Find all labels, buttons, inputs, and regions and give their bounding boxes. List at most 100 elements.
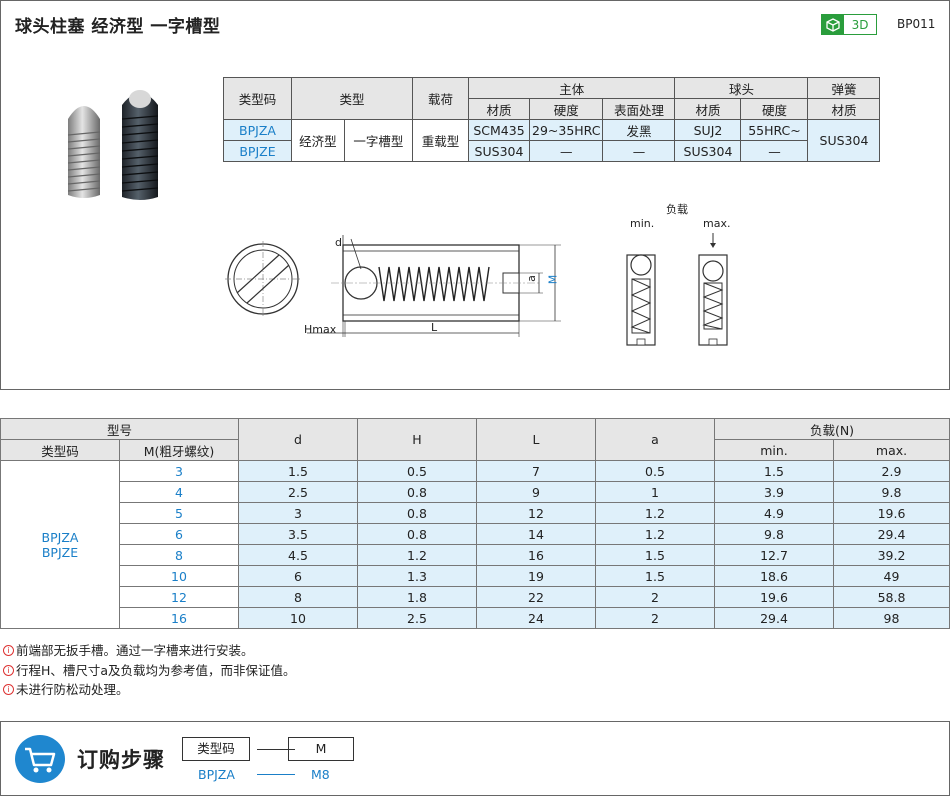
cell-m: 4 bbox=[119, 481, 239, 503]
spec-code: BPJZA bbox=[223, 119, 292, 141]
product-code: BP011 bbox=[897, 17, 936, 31]
spec-h-ball: 球头 bbox=[674, 77, 809, 99]
dim-d-label: d bbox=[335, 236, 342, 249]
spec-row: BPJZA 经济型 一字槽型 重载型 SCM435 29~35HRC 发黑 SU… bbox=[223, 119, 881, 162]
cell-d: 8 bbox=[238, 586, 358, 608]
spec-ball-hardness: — bbox=[740, 140, 809, 162]
info-icon: i bbox=[3, 684, 14, 696]
order-separator bbox=[257, 749, 295, 750]
cell-d: 3 bbox=[238, 502, 358, 524]
spec-body-hardness: — bbox=[528, 140, 604, 162]
cell-max: 58.8 bbox=[833, 586, 950, 608]
cell-L: 14 bbox=[476, 523, 596, 545]
cell-min: 12.7 bbox=[714, 544, 834, 566]
order-example-separator bbox=[257, 774, 295, 775]
cell-H: 0.8 bbox=[357, 502, 477, 524]
cube-icon bbox=[822, 15, 844, 34]
cell-d: 6 bbox=[238, 565, 358, 587]
cell-m: 8 bbox=[119, 544, 239, 566]
cell-min: 9.8 bbox=[714, 523, 834, 545]
spec-code: BPJZE bbox=[223, 140, 292, 162]
order-example-code: BPJZA bbox=[198, 767, 235, 782]
note-text: 前端部无扳手槽。通过一字槽来进行安装。 bbox=[16, 643, 254, 658]
cell-min: 4.9 bbox=[714, 502, 834, 524]
cell-a: 0.5 bbox=[595, 460, 715, 482]
info-icon: i bbox=[3, 645, 14, 657]
3d-model-button[interactable]: 3D bbox=[821, 14, 877, 35]
cell-a: 2 bbox=[595, 586, 715, 608]
cell-m: 5 bbox=[119, 502, 239, 524]
spec-h-type-code: 类型码 bbox=[223, 77, 292, 120]
order-title: 订购步骤 bbox=[77, 748, 165, 772]
main-h-L: L bbox=[476, 418, 596, 461]
product-photo bbox=[67, 90, 159, 200]
main-h-type-code: 类型码 bbox=[0, 439, 120, 461]
cell-d: 4.5 bbox=[238, 544, 358, 566]
type-code: BPJZE bbox=[41, 544, 79, 560]
spec-table: 类型码 类型 载荷 主体 球头 弹簧 材质 硬度 表面处理 材质 硬度 材质 B… bbox=[223, 77, 881, 162]
cell-max: 29.4 bbox=[833, 523, 950, 545]
load-max-label: max. bbox=[703, 217, 731, 230]
main-h-m: M(粗牙螺纹) bbox=[119, 439, 239, 461]
order-box-m: M bbox=[288, 737, 354, 761]
cell-m: 10 bbox=[119, 565, 239, 587]
spec-h-surface: 表面处理 bbox=[602, 98, 676, 120]
dim-hmax-label: Hmax bbox=[304, 323, 337, 336]
cart-icon bbox=[15, 735, 65, 783]
spec-h-body-material: 材质 bbox=[468, 98, 530, 120]
cell-a: 1.5 bbox=[595, 544, 715, 566]
cell-H: 1.2 bbox=[357, 544, 477, 566]
spec-h-ball-material: 材质 bbox=[674, 98, 742, 120]
cell-H: 0.8 bbox=[357, 523, 477, 545]
cell-m: 12 bbox=[119, 586, 239, 608]
cell-L: 7 bbox=[476, 460, 596, 482]
cell-H: 1.8 bbox=[357, 586, 477, 608]
cell-max: 98 bbox=[833, 607, 950, 629]
3d-label: 3D bbox=[851, 17, 869, 32]
spec-type-2: 一字槽型 bbox=[343, 119, 414, 162]
cell-H: 0.5 bbox=[357, 460, 477, 482]
cell-min: 19.6 bbox=[714, 586, 834, 608]
order-panel: 订购步骤 类型码 M BPJZA M8 bbox=[0, 721, 950, 796]
order-box-type-code: 类型码 bbox=[182, 737, 250, 761]
cell-a: 1.2 bbox=[595, 502, 715, 524]
cell-a: 1.5 bbox=[595, 565, 715, 587]
spec-body-material: SCM435 bbox=[468, 119, 530, 141]
cell-a: 2 bbox=[595, 607, 715, 629]
cell-L: 19 bbox=[476, 565, 596, 587]
dim-m-label: M bbox=[546, 274, 560, 285]
type-code: BPJZA bbox=[41, 529, 79, 545]
load-label: 负载 bbox=[666, 203, 688, 216]
main-h-H: H bbox=[357, 418, 477, 461]
main-h-min: min. bbox=[714, 439, 834, 461]
note-text: 行程H、槽尺寸a及负载均为参考值，而非保证值。 bbox=[16, 662, 296, 678]
cell-L: 9 bbox=[476, 481, 596, 503]
spec-row: BPJZE SUS304 — — SUS304 — bbox=[223, 140, 880, 162]
main-h-load: 负载(N) bbox=[714, 418, 950, 440]
spec-h-load: 载荷 bbox=[412, 77, 469, 120]
cell-min: 1.5 bbox=[714, 460, 834, 482]
info-icon: i bbox=[3, 664, 14, 676]
cell-d: 10 bbox=[238, 607, 358, 629]
spec-h-spring: 弹簧 bbox=[807, 77, 881, 99]
end-view-drawing bbox=[225, 241, 301, 317]
cell-d: 3.5 bbox=[238, 523, 358, 545]
main-h-max: max. bbox=[833, 439, 950, 461]
spec-ball-material: SUJ2 bbox=[674, 119, 742, 141]
dim-l-label: L bbox=[431, 321, 438, 334]
cell-a: 1.2 bbox=[595, 523, 715, 545]
side-section-drawing bbox=[307, 235, 561, 337]
cell-m: 3 bbox=[119, 460, 239, 482]
cell-L: 16 bbox=[476, 544, 596, 566]
